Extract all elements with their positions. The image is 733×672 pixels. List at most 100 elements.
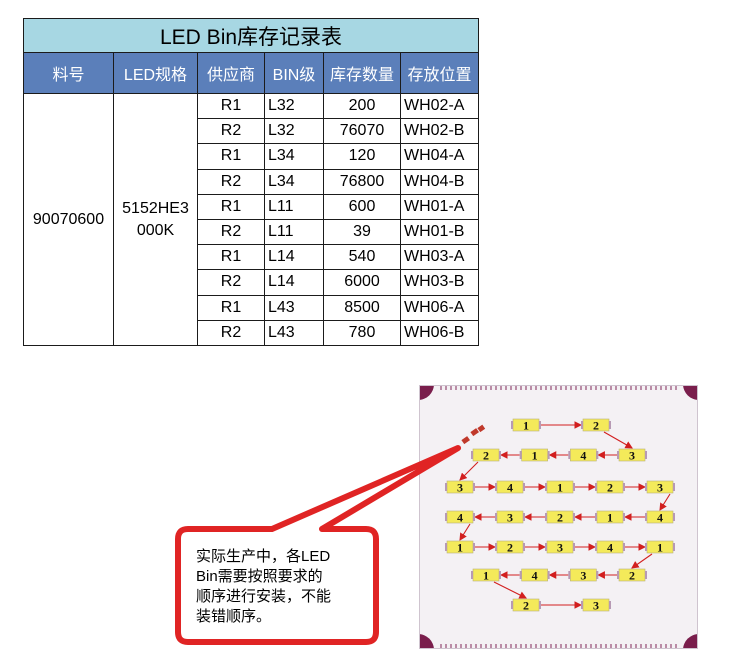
led-bin-number: 2 [507,541,513,555]
supplier-cell: R2 [197,218,265,246]
header-led-spec: LED规格 [113,52,198,94]
led-spec-cell: 5152HE3 000K [113,93,198,346]
led-chip: 1 [645,541,675,555]
board-edge-texture [440,386,677,390]
supplier-cell: R2 [197,168,265,195]
led-chip: 2 [617,569,647,583]
location-cell: WH06-A [399,294,480,321]
led-bin-number: 3 [593,599,599,613]
location-cell: WH02-A [399,92,480,120]
led-bin-number: 1 [657,541,663,555]
supplier-cell: R1 [197,193,265,220]
qty-cell: 200 [323,92,401,120]
bin-cell: L32 [264,92,324,120]
location-cell: WH03-A [399,244,480,271]
led-chip: 3 [581,599,611,613]
led-chip: 3 [617,449,647,463]
led-bin-number: 2 [629,569,635,583]
led-chip: 3 [495,511,525,525]
table-row: R1 L14 540 WH03-A [24,244,480,271]
qty-cell: 540 [323,244,401,271]
sequence-arrow [459,523,471,541]
qty-cell: 39 [323,218,401,246]
location-cell: WH02-B [399,118,480,145]
supplier-cell: R2 [197,319,265,347]
supplier-cell: R1 [197,143,265,170]
led-chip: 2 [581,419,611,433]
led-bin-number: 1 [523,419,529,433]
led-chip: 3 [445,481,475,495]
led-chip: 1 [471,569,501,583]
qty-cell: 6000 [323,269,401,296]
led-bin-number: 3 [657,481,663,495]
qty-cell: 76070 [323,118,401,145]
qty-cell: 76800 [323,168,401,195]
bin-cell: L14 [264,269,324,296]
led-chip: 2 [471,449,501,463]
bin-cell: L11 [264,193,324,220]
table-row: R1 L11 600 WH01-A [24,193,480,220]
table-row: R2 L11 39 WH01-B [24,218,480,246]
bin-cell: L11 [264,218,324,246]
led-chip: 1 [445,541,475,555]
led-bin-number: 3 [580,569,586,583]
qty-cell: 8500 [323,294,401,321]
led-bin-number: 4 [507,481,513,495]
led-bin-number: 4 [607,541,613,555]
supplier-cell: R1 [197,92,265,120]
location-cell: WH03-B [399,269,480,296]
location-cell: WH01-A [399,193,480,220]
led-spec-line1: 5152HE3 [122,199,189,217]
bin-cell: L34 [264,143,324,170]
bin-cell: L14 [264,244,324,271]
sequence-arrow [659,493,671,511]
led-chip: 4 [595,541,625,555]
led-bin-number: 4 [580,449,586,463]
table-title: LED Bin库存记录表 [22,18,480,53]
led-chip: 1 [519,449,550,463]
led-bin-number: 2 [523,599,529,613]
table-row: R2 L34 76800 WH04-B [24,168,480,195]
table-row: R1 L34 120 WH04-A [24,143,480,170]
led-bin-number: 2 [593,419,599,433]
led-chip: 4 [445,511,475,525]
location-cell: WH04-B [399,168,480,195]
led-chip: 3 [568,569,599,583]
table-row: R1 L43 8500 WH06-A [24,294,480,321]
location-cell: WH01-B [399,218,480,246]
led-chip: 3 [545,541,575,555]
led-chip: 4 [495,481,525,495]
callout-line: Bin需要按照要求的 [196,568,323,585]
bin-cell: L43 [264,319,324,347]
qty-cell: 120 [323,143,401,170]
supplier-cell: R1 [197,294,265,321]
board-edge-texture [440,644,677,648]
led-chip: 2 [545,511,575,525]
led-bin-number: 4 [457,511,463,525]
led-spec-line2: 000K [136,221,175,239]
led-bin-number: 4 [657,511,663,525]
header-part-number: 料号 [23,52,114,94]
led-bin-number: 2 [557,511,563,525]
sequence-arrows [459,421,671,609]
small-component-icon [461,424,486,445]
led-chip: 4 [645,511,675,525]
location-cell: WH04-A [399,143,480,170]
led-chip: 1 [511,419,541,433]
led-bin-number: 4 [532,569,538,583]
led-chip: 1 [545,481,575,495]
led-chip: 1 [595,511,625,525]
led-chip: 2 [511,599,541,613]
led-bin-number: 2 [607,481,613,495]
led-bin-number: 1 [607,511,613,525]
sequence-arrow [631,553,653,569]
led-chip: 4 [568,449,599,463]
bin-cell: L32 [264,118,324,145]
led-bin-number: 1 [483,569,489,583]
header-supplier: 供应商 [197,52,265,94]
led-chip: 4 [519,569,550,583]
